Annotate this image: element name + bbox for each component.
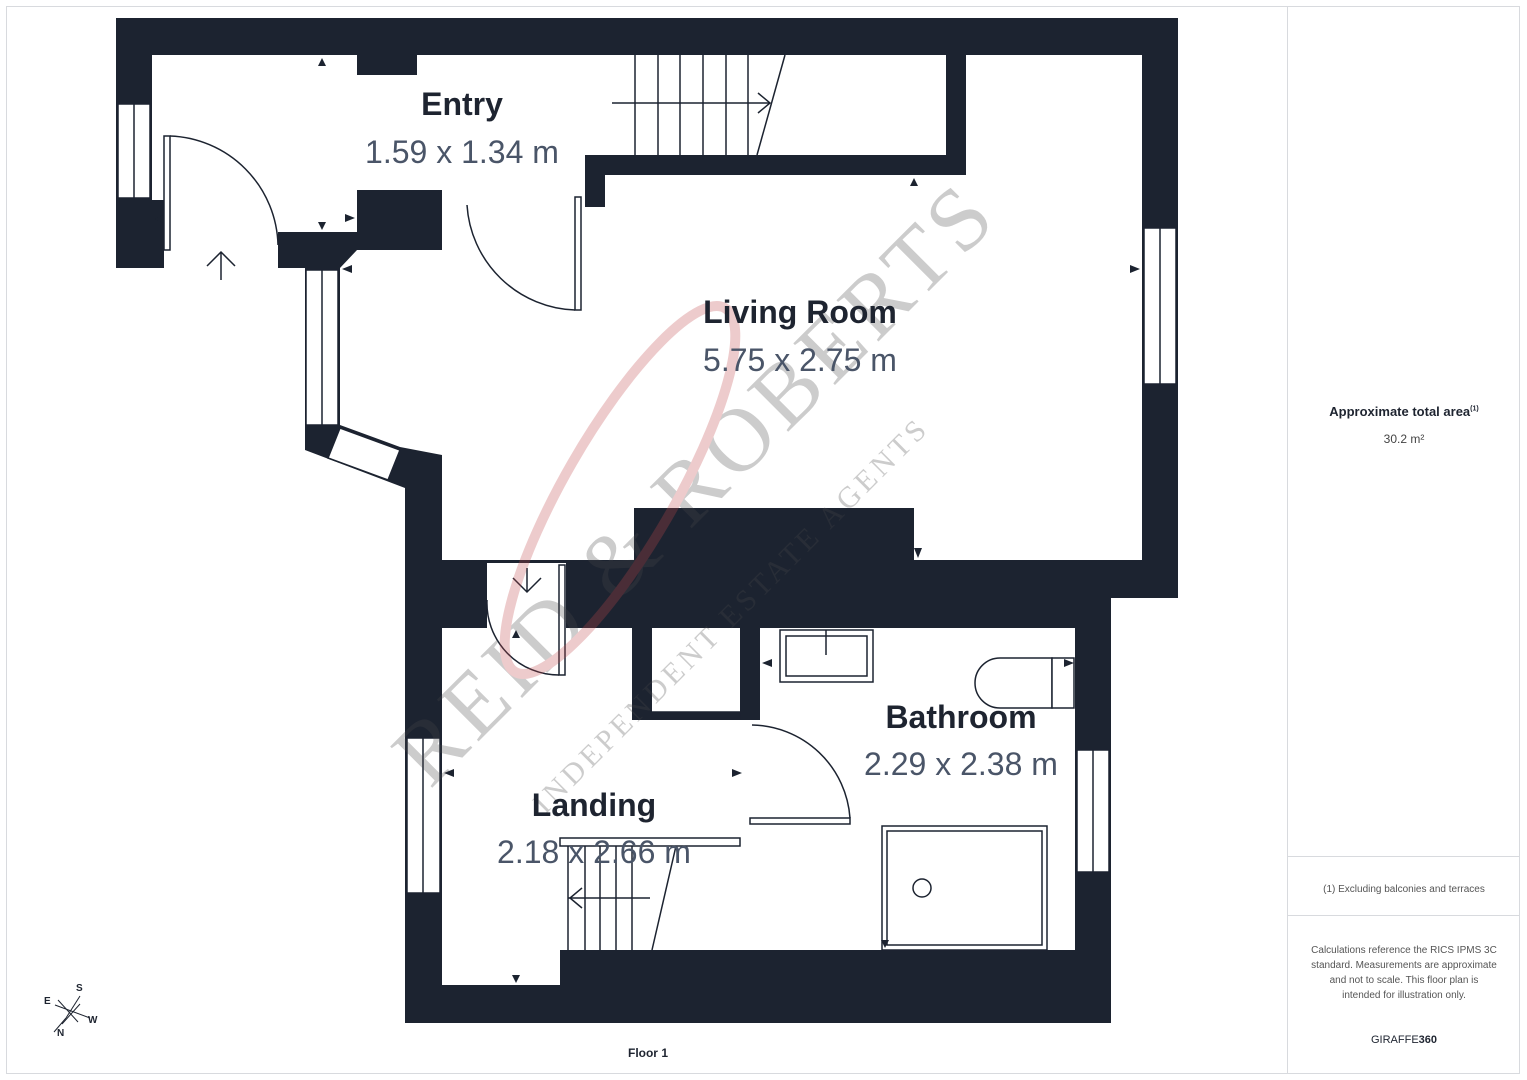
divider xyxy=(1288,915,1520,916)
entrance-arrow-icon xyxy=(206,250,542,594)
floor-label: Floor 1 xyxy=(627,1046,668,1060)
summary-panel: Approximate total area(1) 30.2 m² (1) Ex… xyxy=(1287,6,1520,1074)
toilet xyxy=(974,657,1053,709)
stairs-lower xyxy=(559,837,741,951)
compass-west: W xyxy=(88,1015,98,1026)
brand-bold: 360 xyxy=(1418,1034,1438,1046)
living-room-floor xyxy=(340,55,1142,560)
compass-icon xyxy=(53,995,91,1033)
entry-floor xyxy=(152,55,612,268)
landing-floor xyxy=(442,563,830,985)
room-name-landing: Landing xyxy=(531,787,657,823)
measure-markers xyxy=(154,58,1140,983)
room-name-bathroom: Bathroom xyxy=(885,699,1037,735)
compass-east: E xyxy=(44,996,51,1007)
compass-north: N xyxy=(57,1028,65,1039)
footnote: (1) Excluding balconies and terraces xyxy=(1323,884,1485,895)
doors xyxy=(163,135,851,825)
room-name-living-room: Living Room xyxy=(703,294,897,330)
room-dimensions-entry: 1.59 x 1.34 m xyxy=(365,134,559,170)
disclaimer: Calculations reference the RICS IPMS 3C … xyxy=(1311,945,1497,1001)
page-frame xyxy=(6,6,1520,1074)
stairs-upper xyxy=(612,54,786,156)
brand-light: GIRAFFE xyxy=(1370,1034,1419,1046)
cupboard-floor xyxy=(652,628,740,712)
room-dimensions-living-room: 5.75 x 2.75 m xyxy=(703,342,897,378)
area-title-text: Approximate total area xyxy=(1329,404,1471,419)
area-title: Approximate total area(1) xyxy=(1288,404,1520,419)
room-dimensions-bathroom: 2.29 x 2.38 m xyxy=(864,746,1058,782)
area-superscript: (1) xyxy=(1470,405,1479,413)
room-name-entry: Entry xyxy=(421,86,503,122)
bathroom-fixtures xyxy=(779,629,1075,951)
stairs-upper-floor xyxy=(612,55,946,155)
room-dimensions-landing: 2.18 x 2.66 m xyxy=(497,834,691,870)
brand-logo: GIRAFFE360 xyxy=(1288,1034,1520,1046)
compass-south: S xyxy=(76,983,83,994)
area-value: 30.2 m² xyxy=(1383,432,1425,446)
windows xyxy=(117,103,1177,894)
divider xyxy=(1288,856,1520,857)
